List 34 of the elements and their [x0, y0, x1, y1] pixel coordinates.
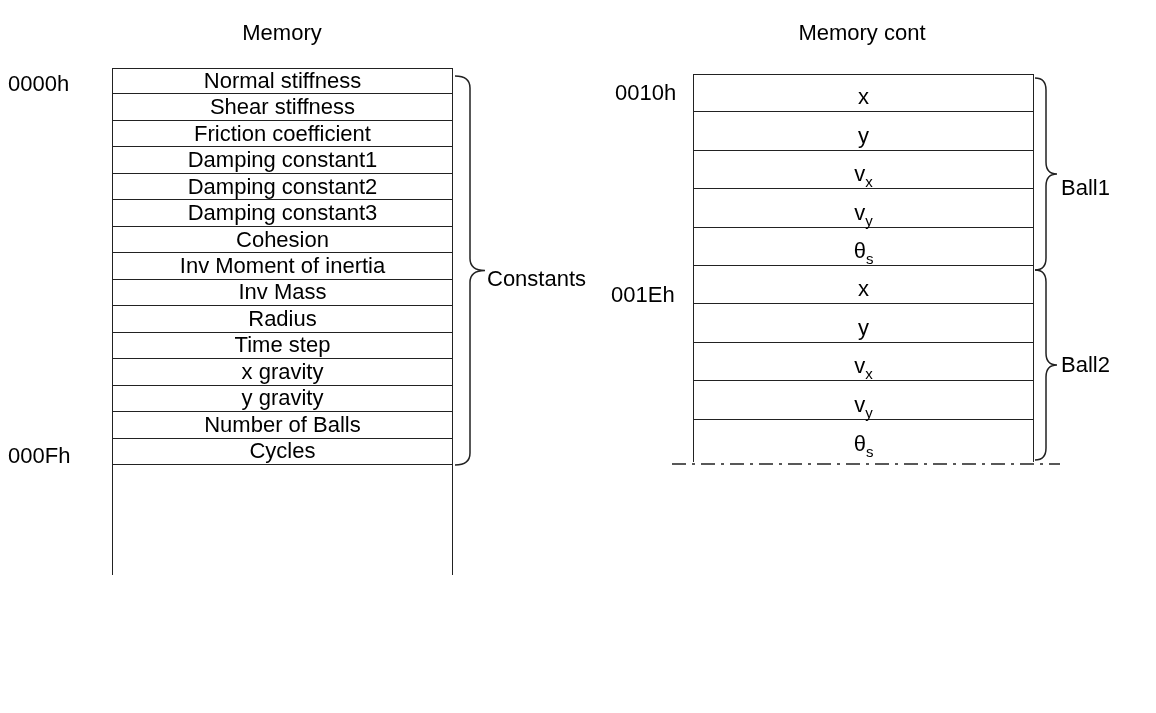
memory-cell: v$_{x}$ — [693, 342, 1034, 382]
memory-label: Ball1 — [1061, 175, 1110, 201]
memory-label: 000Fh — [8, 443, 71, 469]
column-title: Memory — [242, 20, 322, 46]
memory-cell: Cycles — [112, 438, 453, 466]
memory-cell: y — [693, 304, 1034, 343]
memory-cell: x — [693, 74, 1034, 113]
column-title: Memory cont — [798, 20, 926, 46]
memory-cell: Radius — [112, 306, 453, 333]
memory-cell: Damping constant3 — [112, 200, 453, 227]
memory-cell: Inv Mass — [112, 279, 453, 307]
memory-cell: x gravity — [112, 359, 453, 386]
memory-cell: Friction coefficient — [112, 120, 453, 148]
memory-cell: Damping constant2 — [112, 173, 453, 201]
memory-cell: Normal stiffness — [112, 68, 453, 95]
memory-label: 0000h — [8, 71, 70, 97]
memory-label: 0010h — [615, 80, 677, 106]
memory-cell: Time step — [112, 332, 453, 360]
memory-cell: Number of Balls — [112, 412, 453, 439]
memory-cell: Inv Moment of inertia — [112, 253, 453, 280]
memory-cell: v$_{x}$ — [693, 150, 1034, 190]
memory-cell: y gravity — [112, 385, 453, 413]
memory-cell: v$_{y}$ — [693, 381, 1034, 420]
memory-cell: Shear stiffness — [112, 94, 453, 121]
memory-cell: θ$_{s}$ — [693, 419, 1034, 458]
memory-cell: θ$_{s}$ — [693, 227, 1034, 266]
memory-cell: x — [693, 266, 1034, 305]
memory-label: Constants — [487, 266, 587, 292]
memory-cell: Damping constant1 — [112, 147, 453, 174]
memory-label: 001Eh — [611, 282, 675, 308]
memory-cell: Cohesion — [112, 226, 453, 254]
memory-cell: y — [693, 112, 1034, 151]
memory-cell: v$_{y}$ — [693, 189, 1034, 228]
memory-label: Ball2 — [1061, 352, 1110, 378]
